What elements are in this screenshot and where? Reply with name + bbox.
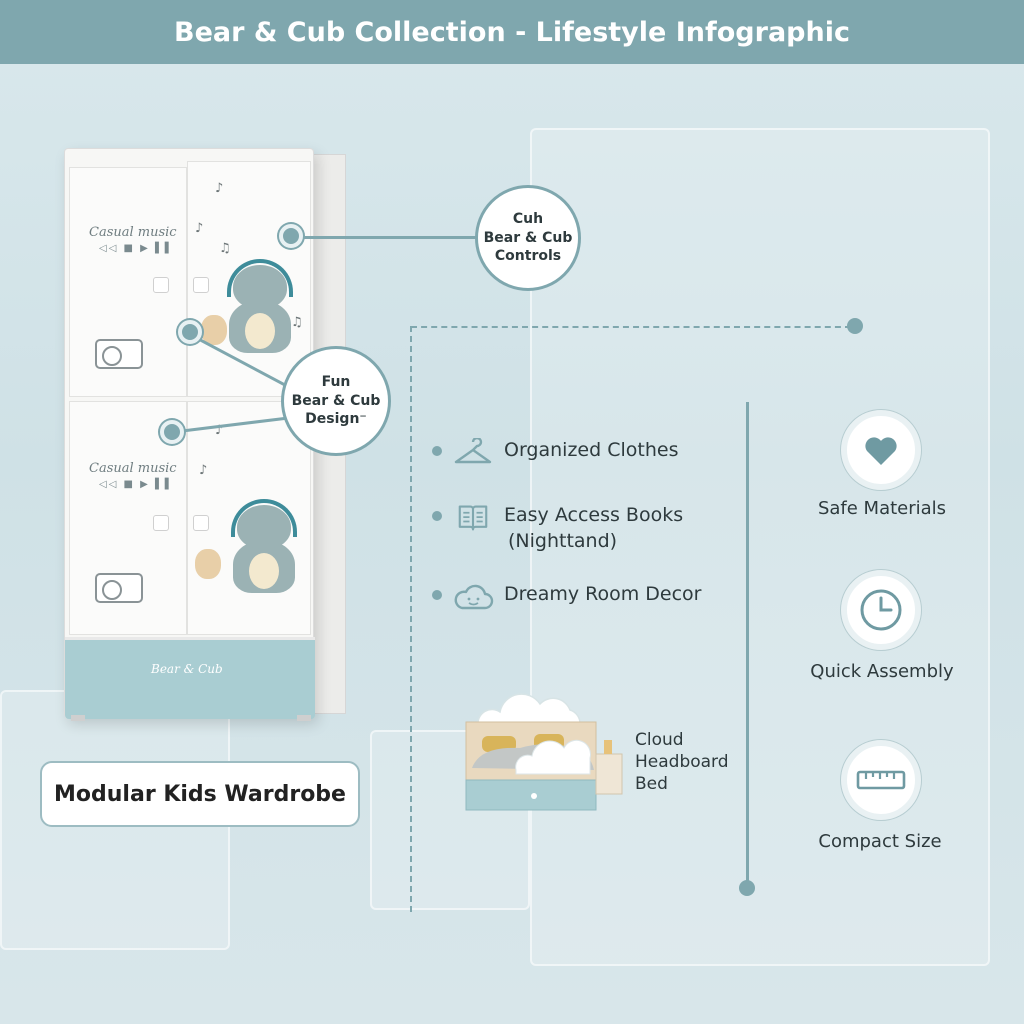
music-note-icon: ♪ [195,221,204,236]
bed-label-line2: Headboard [635,752,729,773]
badge-label-quick-assembly: Quick Assembly [810,661,954,682]
guide-dashed-vertical [410,326,412,912]
callout-design-line1: Fun [321,373,351,390]
feature-bullet [432,511,442,521]
badge-safe-materials [841,410,921,490]
door-controls-top: ◁◁ ■ ▶ ▌▌ [99,243,175,254]
guide-endpoint [847,318,863,334]
callout-controls-line1: Cuh [512,210,544,227]
radio-icon [95,339,143,369]
feature-item-easy-access-books: Easy Access Books (Nighttand) [432,503,683,554]
feature-bullet [432,446,442,456]
badge-quick-assembly [841,570,921,650]
cub-illustration [195,549,221,579]
heart-icon [865,437,897,465]
clock-icon [860,589,902,631]
divider-vertical [746,402,749,888]
door-text-bottom: Casual music [89,461,177,476]
product-label: Modular Kids Wardrobe [54,781,346,807]
music-note-icon: ♫ [291,315,303,330]
badge-label-safe-materials: Safe Materials [817,498,947,519]
callout-design-line3: Design⁻ [305,411,367,428]
book-icon [458,505,488,531]
hotspot-design-top[interactable] [178,320,202,344]
page-title: Bear & Cub Collection - Lifestyle Infogr… [174,16,850,48]
bed-label: Cloud Headboard Bed [635,729,729,795]
cloud-bed-illustration [460,684,630,818]
page-header: Bear & Cub Collection - Lifestyle Infogr… [0,0,1024,64]
bed-label-line1: Cloud [635,730,684,750]
drawer-logo: Bear & Cub [151,662,223,676]
feature-item-dreamy-room-decor: Dreamy Room Decor [432,582,702,612]
feature-label: Easy Access Books [504,504,684,526]
wardrobe-foot [297,715,311,721]
hotspot-controls[interactable] [279,224,303,248]
music-note-icon: ♪ [199,463,208,478]
music-note-icon: ♪ [215,423,224,438]
bear-illustration [229,499,299,593]
music-note-icon: ♪ [215,181,224,196]
badge-label-compact-size: Compact Size [818,831,942,852]
wardrobe-foot [71,715,85,721]
door-knob [193,277,209,293]
bed-label-line3: Bed [635,774,668,795]
music-note-icon: ♫ [219,241,231,256]
product-label-card: Modular Kids Wardrobe [40,761,360,827]
door-knob [153,277,169,293]
door-knob [193,515,209,531]
connector-controls [300,236,478,239]
door-controls-bottom: ◁◁ ■ ▶ ▌▌ [99,479,175,490]
callout-controls-line3: Controls [494,248,562,265]
ghost-wardrobe [530,128,990,966]
wardrobe-body: Casual music ◁◁ ■ ▶ ▌▌ Casual music ◁◁ ■… [64,148,315,721]
bear-illustration [225,259,295,353]
door-knob [153,515,169,531]
ruler-icon [856,770,906,790]
callout-controls-line2: Bear & Cub [483,229,573,246]
callout-design: Fun Bear & Cub Design⁻ [281,346,391,456]
feature-sublabel: (Nighttand) [508,529,618,552]
bed-drawing [465,693,623,811]
badge-compact-size [841,740,921,820]
feature-item-organized-clothes: Organized Clothes [432,438,678,468]
hanger-icon [454,438,492,464]
guide-dashed-horizontal [411,326,851,328]
cloud-icon [454,584,494,610]
hotspot-design-bottom[interactable] [160,420,184,444]
feature-label: Organized Clothes [504,439,679,461]
feature-bullet [432,590,442,600]
wardrobe-drawer: Bear & Cub [65,637,315,719]
callout-controls: Cuh Bear & Cub Controls [475,185,581,291]
divider-endpoint [739,880,755,896]
callout-design-line2: Bear & Cub [291,392,381,409]
feature-label: Dreamy Room Decor [504,583,702,605]
door-text-top: Casual music [89,225,177,240]
radio-icon [95,573,143,603]
